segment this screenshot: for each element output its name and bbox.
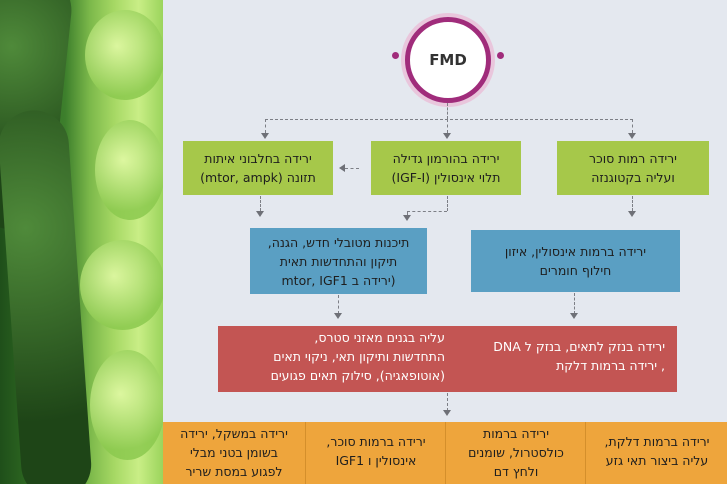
result-cholesterol: ירידה ברמות כולסטרול, שומנים ולחץ דם <box>450 424 582 481</box>
circle-dot-right <box>497 52 504 59</box>
result-line: אינסולין ו IGF1 <box>335 453 417 468</box>
result-line: כולסטרול, שומנים <box>468 445 564 460</box>
connector <box>447 393 448 411</box>
fmd-label: FMD <box>429 51 467 69</box>
result-sugar-insulin: ירידה ברמות סוכר, אינסולין ו IGF1 <box>310 432 442 470</box>
metabolic-reprogramming-box: תיכנות מטובלי חדש, הגנה, תיקון והתחדשות ת… <box>250 228 427 294</box>
box-line: התחדשות ותיקון תאי, ניקוי תאים <box>273 349 445 364</box>
connector <box>632 119 633 133</box>
cell-damage-text: ירידה בנזק לתאים, בנזק ל DNA , ירידה ברמ… <box>455 337 665 375</box>
connector <box>447 119 448 133</box>
arrow-down <box>334 313 342 319</box>
arrow-down <box>628 211 636 217</box>
box-line: תיכנות מטובלי חדש, הגנה, <box>267 234 410 250</box>
box-line: , ירידה ברמות דלקת <box>556 358 665 373</box>
connector <box>265 119 266 133</box>
result-line: ירידה ברמות <box>482 426 549 441</box>
box-line: ועליה בקטוגנזה <box>591 170 675 185</box>
connector <box>407 211 408 217</box>
insulin-decrease-box: ירידה ברמות אינסולין, איזון חילוף חומרים <box>471 230 680 292</box>
connector <box>447 103 448 119</box>
result-weight-loss: ירידה במשקל, ירידה בשומן בטני מבלי לפגוע… <box>166 424 302 481</box>
cucumber-shape <box>0 108 94 484</box>
result-line: לפגוע במסת שריר <box>185 464 283 479</box>
fmd-center-node: FMD <box>405 17 491 103</box>
result-line: ירידה ברמות דלקת, <box>604 434 710 449</box>
arrow-down <box>443 410 451 416</box>
box-line: (ירידה ב mtor, IGF1 <box>281 272 396 288</box>
box-line: עליה בגנים מאזני סטרס, <box>314 330 445 345</box>
lettuce-shape <box>80 240 163 330</box>
connector <box>447 196 448 211</box>
result-line: ירידה ברמות סוכר, <box>326 434 426 449</box>
lettuce-shape <box>95 120 163 220</box>
connector <box>407 211 447 212</box>
arrow-down <box>570 313 578 319</box>
arrow-down <box>628 133 636 139</box>
connector <box>260 196 261 211</box>
box-line: ירידה בנזק לתאים, בנזק ל DNA <box>493 339 665 354</box>
result-line: בשומן בטני מבלי <box>189 445 279 460</box>
arrow-down <box>403 215 411 221</box>
result-line: עליה ביצור תאי גזע <box>605 453 709 468</box>
result-line: ולחץ דם <box>493 464 539 479</box>
results-divider <box>445 422 446 484</box>
arrow-down <box>443 133 451 139</box>
results-divider <box>585 422 586 484</box>
result-line: ירידה במשקל, ירידה <box>180 426 288 441</box>
box-line: תיקון והתחדשות תאית <box>279 253 398 269</box>
box-line: (אוטופאגיה), סילוק תאים פגועים <box>270 368 445 383</box>
arrow-left <box>339 164 345 172</box>
lettuce-shape <box>90 350 163 460</box>
box-line: ירידה רמות סוכר <box>589 151 677 166</box>
vegetable-photo <box>0 0 163 484</box>
connector <box>632 196 633 211</box>
sugar-decrease-box: ירידה רמות סוכר ועליה בקטוגנזה <box>557 141 709 195</box>
connector <box>345 168 359 169</box>
lettuce-shape <box>85 10 163 100</box>
connector <box>574 293 575 314</box>
connector <box>338 295 339 314</box>
box-line: תלוי אינסולין (IGF-I) <box>391 170 501 185</box>
box-line: חילוף חומרים <box>539 263 612 278</box>
results-divider <box>305 422 306 484</box>
arrow-down <box>261 133 269 139</box>
result-inflammation: ירידה ברמות דלקת, עליה ביצור תאי גזע <box>590 432 724 470</box>
signaling-proteins-box: ירידה בחלבוני איתות תזונה (mtor, ampk) <box>183 141 333 195</box>
box-line: ירידה בחלבוני איתות <box>204 151 312 166</box>
cell-damage-stress-box <box>218 326 677 392</box>
arrow-down <box>256 211 264 217</box>
connector <box>265 119 633 120</box>
box-line: ירידה בהורמון גדילה <box>392 151 500 166</box>
circle-dot-left <box>392 52 399 59</box>
growth-hormone-box: ירידה בהורמון גדילה תלוי אינסולין (IGF-I) <box>371 141 521 195</box>
box-line: תזונה (mtor, ampk) <box>200 170 316 185</box>
stress-genes-text: עליה בגנים מאזני סטרס, התחדשות ותיקון תא… <box>225 328 445 385</box>
box-line: ירידה ברמות אינסולין, איזון <box>504 244 647 259</box>
